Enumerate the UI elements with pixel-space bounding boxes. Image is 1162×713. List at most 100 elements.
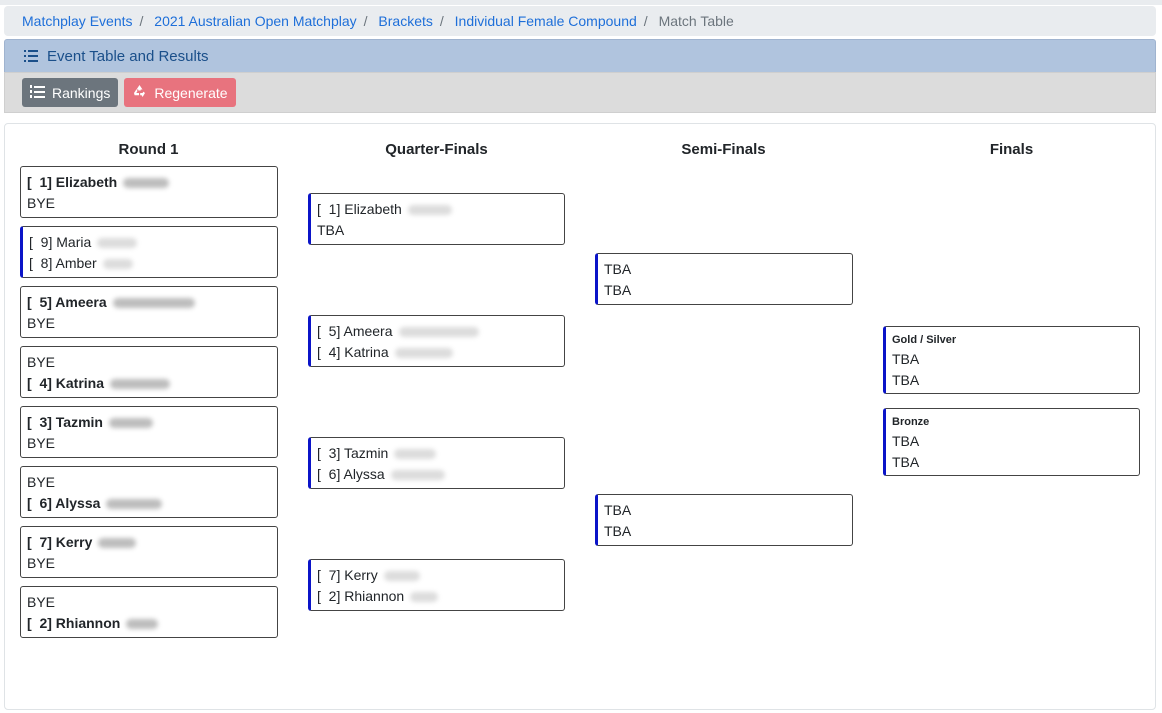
competitor-name: Alyssa: [343, 466, 385, 482]
final-match-title: Bronze: [892, 416, 930, 428]
competitor-line: TBA: [317, 220, 558, 241]
competitor-name: Katrina: [55, 375, 105, 391]
seed: [ 6]: [317, 466, 341, 482]
competitor-line: TBA: [604, 259, 846, 280]
regenerate-button[interactable]: Regenerate: [124, 78, 236, 107]
competitor-line: TBA: [604, 500, 846, 521]
seed: [ 2]: [27, 615, 52, 631]
competitor-line: [ 9] Maria: [29, 232, 271, 253]
competitor-line: BYE: [27, 352, 271, 373]
competitor-line: BYE: [27, 433, 271, 454]
match-qf-3[interactable]: [ 3] Tazmin [ 6] Alyssa: [308, 437, 565, 489]
competitor-line: BYE: [27, 313, 271, 334]
competitor-name: BYE: [27, 474, 56, 490]
competitor-line: [ 7] Kerry: [317, 565, 558, 586]
round-title-semi-finals: Semi-Finals: [681, 141, 766, 158]
redacted-surname: [97, 238, 138, 249]
competitor-name: Ameera: [55, 294, 107, 310]
match-qf-4[interactable]: [ 7] Kerry [ 2] Rhiannon: [308, 559, 565, 611]
breadcrumb: Matchplay Events / 2021 Australian Open M…: [4, 6, 1156, 36]
seed: [ 6]: [27, 495, 52, 511]
competitor-name: TBA: [604, 523, 632, 539]
final-match-title: Gold / Silver: [892, 334, 957, 346]
competitor-name: BYE: [27, 594, 56, 610]
breadcrumb-separator: /: [643, 13, 648, 29]
match-r1-8[interactable]: BYE [ 2] Rhiannon: [20, 586, 278, 638]
competitor-name: Kerry: [55, 534, 93, 550]
match-qf-1[interactable]: [ 1] Elizabeth TBA: [308, 193, 565, 245]
seed: [ 5]: [27, 294, 52, 310]
match-qf-2[interactable]: [ 5] Ameera [ 4] Katrina: [308, 315, 565, 367]
competitor-line: [ 6] Alyssa: [317, 464, 558, 485]
competitor-name: Tazmin: [344, 445, 389, 461]
match-r1-5[interactable]: [ 3] Tazmin BYE: [20, 406, 278, 458]
seed: [ 1]: [317, 201, 341, 217]
breadcrumb-separator: /: [363, 13, 368, 29]
match-sf-1[interactable]: TBA TBA: [595, 253, 853, 305]
redacted-surname: [410, 592, 439, 603]
breadcrumb-link-division[interactable]: Individual Female Compound: [454, 13, 637, 29]
competitor-name: Maria: [56, 234, 92, 250]
competitor-line: [ 6] Alyssa: [27, 493, 271, 514]
round-title-finals: Finals: [989, 141, 1034, 158]
redacted-surname: [394, 348, 453, 359]
competitor-name: TBA: [317, 222, 345, 238]
competitor-name: Kerry: [344, 567, 378, 583]
competitor-name: Alyssa: [55, 495, 101, 511]
breadcrumb-link-brackets[interactable]: Brackets: [378, 13, 433, 29]
redacted-surname: [108, 418, 153, 429]
redacted-surname: [394, 449, 437, 460]
seed: [ 7]: [27, 534, 52, 550]
match-r1-7[interactable]: [ 7] Kerry BYE: [20, 526, 278, 578]
match-r1-6[interactable]: BYE [ 6] Alyssa: [20, 466, 278, 518]
redacted-surname: [398, 327, 479, 338]
recycle-icon: [132, 84, 147, 102]
breadcrumb-link-matchplay-events[interactable]: Matchplay Events: [22, 13, 133, 29]
breadcrumb-link-event[interactable]: 2021 Australian Open Matchplay: [154, 13, 357, 29]
competitor-line: [ 3] Tazmin: [317, 443, 558, 464]
match-r1-1[interactable]: [ 1] Elizabeth BYE: [20, 166, 278, 218]
redacted-surname: [383, 571, 420, 582]
seed: [ 3]: [317, 445, 341, 461]
redacted-surname: [407, 205, 452, 216]
competitor-name: TBA: [892, 433, 920, 449]
competitor-line: [ 5] Ameera: [27, 292, 271, 313]
regenerate-button-label: Regenerate: [154, 84, 228, 101]
competitor-name: BYE: [27, 195, 56, 211]
match-r1-4[interactable]: BYE [ 4] Katrina: [20, 346, 278, 398]
competitor-name: BYE: [27, 315, 56, 331]
match-bronze[interactable]: Bronze TBA TBA: [883, 408, 1140, 476]
match-r1-2[interactable]: [ 9] Maria [ 8] Amber: [20, 226, 278, 278]
rankings-button[interactable]: Rankings: [22, 78, 119, 107]
breadcrumb-separator: /: [439, 13, 444, 29]
top-strip: [0, 0, 1162, 5]
breadcrumb-current: Match Table: [658, 13, 734, 29]
match-sf-2[interactable]: TBA TBA: [595, 494, 853, 546]
competitor-name: Tazmin: [55, 414, 103, 430]
competitor-line: BYE: [27, 193, 271, 214]
competitor-name: TBA: [892, 351, 920, 367]
redacted-surname: [106, 499, 163, 510]
match-r1-3[interactable]: [ 5] Ameera BYE: [20, 286, 278, 338]
panel-title: Event Table and Results: [47, 47, 209, 65]
competitor-line: [ 3] Tazmin: [27, 412, 271, 433]
match-gold-silver[interactable]: Gold / Silver TBA TBA: [883, 326, 1140, 394]
competitor-line: BYE: [27, 592, 271, 613]
competitor-name: TBA: [604, 282, 632, 298]
list-ol-icon: [30, 84, 45, 101]
rankings-button-label: Rankings: [52, 84, 111, 101]
competitor-name: Rhiannon: [55, 615, 121, 631]
seed: [ 3]: [27, 414, 52, 430]
redacted-surname: [390, 470, 445, 481]
competitor-line: [ 7] Kerry: [27, 532, 271, 553]
competitor-line: TBA: [604, 280, 846, 301]
redacted-surname: [112, 298, 195, 309]
competitor-name: Katrina: [344, 344, 389, 360]
competitor-line: [ 4] Katrina: [317, 342, 558, 363]
competitor-name: Elizabeth: [344, 201, 402, 217]
seed: [ 9]: [29, 234, 53, 250]
round-title-quarter-finals: Quarter-Finals: [385, 141, 488, 158]
competitor-line: [ 2] Rhiannon: [27, 613, 271, 634]
seed: [ 8]: [29, 255, 53, 271]
seed: [ 4]: [317, 344, 341, 360]
